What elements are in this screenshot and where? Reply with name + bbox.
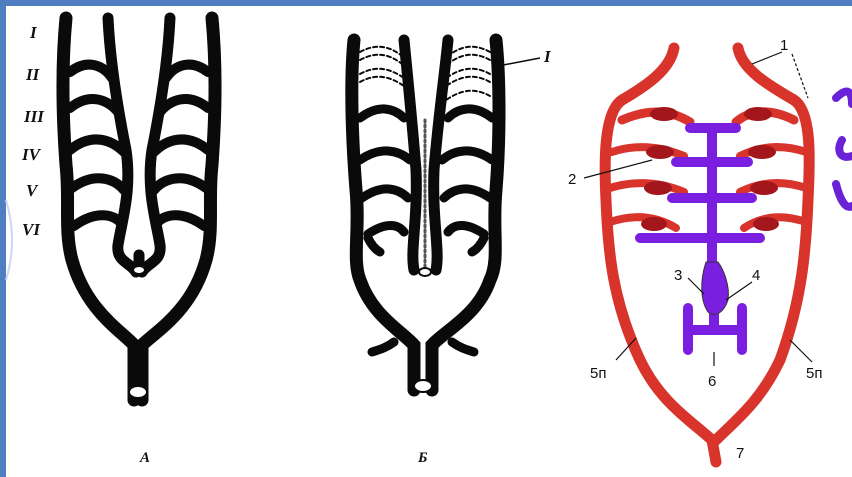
c-gill-6-left: [641, 217, 667, 231]
a-label-v: V: [26, 181, 39, 200]
a-heart-end: [133, 266, 145, 274]
b-heart-end: [419, 268, 431, 276]
c-gill-5-right: [750, 181, 778, 195]
a-label-ii: II: [25, 65, 41, 84]
c-label-arch-4: IV: [716, 141, 731, 158]
c-gill-3-right: [744, 107, 772, 121]
b-dorsal-end: [414, 380, 432, 392]
c-gill-4-left: [646, 145, 674, 159]
a-label-iii: III: [23, 107, 45, 126]
a-caption: А: [139, 450, 150, 466]
a-dorsal-end: [129, 386, 147, 398]
c-label-5-right: 5п: [806, 365, 822, 382]
c-label-2: 2: [568, 171, 576, 188]
c-label-6: 6: [708, 373, 716, 390]
c-label-arch-5: V: [722, 177, 733, 194]
c-gill-4-right: [748, 145, 776, 159]
c-label-7: 7: [736, 445, 744, 462]
c-label-arch-3: III: [718, 97, 731, 114]
a-label-iv: IV: [21, 145, 42, 164]
c-label-3: 3: [674, 267, 682, 284]
a-label-vi: VI: [22, 220, 41, 239]
b-caption: Б: [417, 450, 428, 466]
c-label-5-left: 5п: [590, 365, 606, 382]
c-gill-3-left: [650, 107, 678, 121]
c-label-arch-6: VI: [718, 215, 733, 232]
c-label-1: 1: [780, 37, 788, 54]
c-gill-5-left: [644, 181, 672, 195]
c-gill-6-right: [753, 217, 779, 231]
c-label-4: 4: [752, 267, 760, 284]
